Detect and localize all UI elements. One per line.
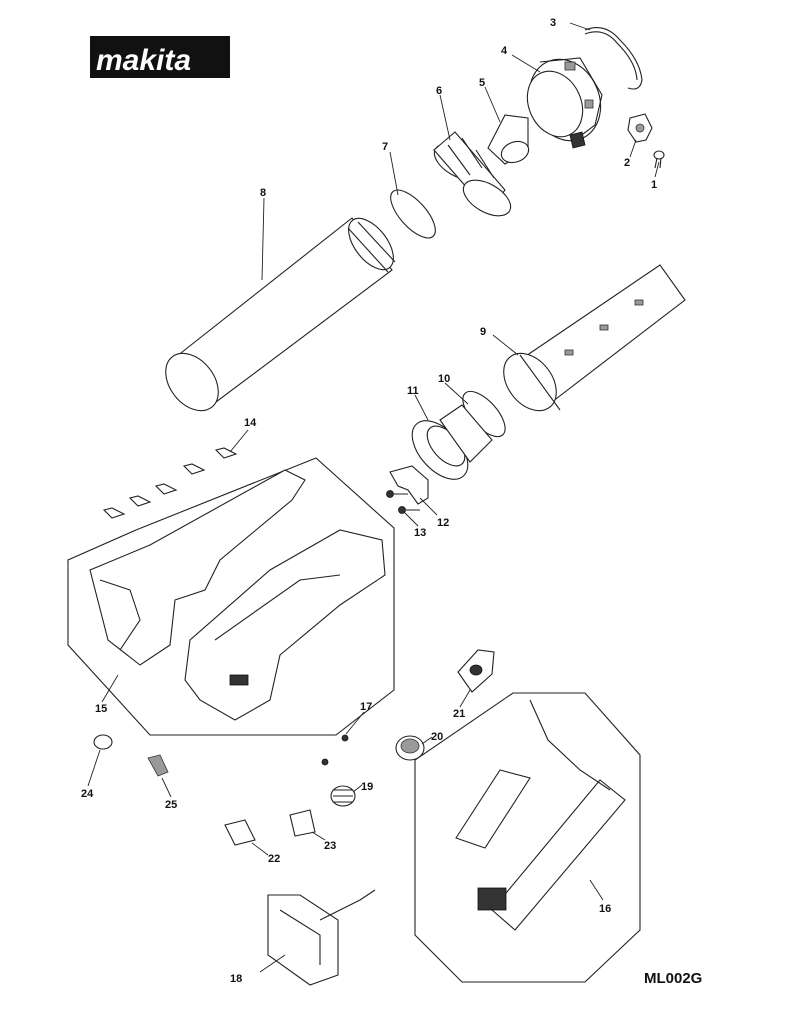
part-23-lever — [289, 809, 316, 837]
part-label-15: 15 — [95, 703, 107, 715]
part-label-25: 25 — [165, 799, 177, 811]
part-label-18: 18 — [230, 973, 242, 985]
part-11-fan-housing — [411, 404, 493, 480]
part-label-9: 9 — [480, 326, 486, 338]
part-label-16: 16 — [599, 903, 611, 915]
part-label-17: 17 — [360, 701, 372, 713]
part-label-2: 2 — [624, 157, 630, 169]
part-label-22: 22 — [268, 853, 280, 865]
part-label-19: 19 — [361, 781, 373, 793]
part-label-10: 10 — [438, 373, 450, 385]
part-label-12: 12 — [437, 517, 449, 529]
part-label-13: 13 — [414, 527, 426, 539]
logo-text: makita — [96, 44, 191, 77]
part-6-lock-ring — [433, 131, 512, 217]
part-7-o-ring — [390, 189, 436, 239]
part-4-nozzle-holder — [526, 57, 603, 149]
part-20-cap — [395, 735, 425, 761]
part-labels: 3 4 5 6 7 8 2 1 9 10 11 12 13 14 15 16 1… — [81, 17, 657, 985]
part-2-clip — [627, 113, 653, 143]
part-25-clip — [147, 754, 169, 777]
part-24-ring — [93, 734, 113, 750]
part-label-24: 24 — [81, 788, 94, 800]
part-label-8: 8 — [260, 187, 266, 199]
part-label-21: 21 — [453, 708, 465, 720]
part-label-14: 14 — [244, 417, 257, 429]
part-8-tube — [165, 217, 396, 412]
part-18-plate — [267, 889, 376, 986]
part-21-button — [457, 649, 495, 693]
part-label-1: 1 — [651, 179, 657, 191]
logo-registered-mark: ® — [219, 43, 224, 50]
part-label-7: 7 — [382, 141, 388, 153]
model-code: ML002G — [644, 970, 702, 987]
part-17-screws — [321, 734, 349, 766]
part-1-screw — [653, 150, 665, 169]
part-label-20: 20 — [431, 731, 443, 743]
part-19-spring — [330, 785, 356, 807]
part-label-5: 5 — [479, 77, 485, 89]
part-14-screws — [102, 447, 238, 519]
part-label-23: 23 — [324, 840, 336, 852]
part-13-screws — [386, 490, 420, 514]
part-12-bracket — [389, 465, 429, 505]
part-label-6: 6 — [436, 85, 442, 97]
part-16-controller-set — [414, 692, 641, 983]
part-label-4: 4 — [501, 45, 508, 57]
part-22-switch — [224, 819, 256, 846]
makita-logo: makita ® — [90, 36, 230, 78]
part-label-3: 3 — [550, 17, 556, 29]
part-15-housing-set — [67, 457, 395, 736]
part-9-long-nozzle — [503, 264, 686, 412]
leader-lines — [87, 22, 660, 973]
part-3-hook — [584, 27, 643, 90]
part-label-11: 11 — [407, 385, 419, 397]
part-5-cone — [487, 114, 530, 165]
